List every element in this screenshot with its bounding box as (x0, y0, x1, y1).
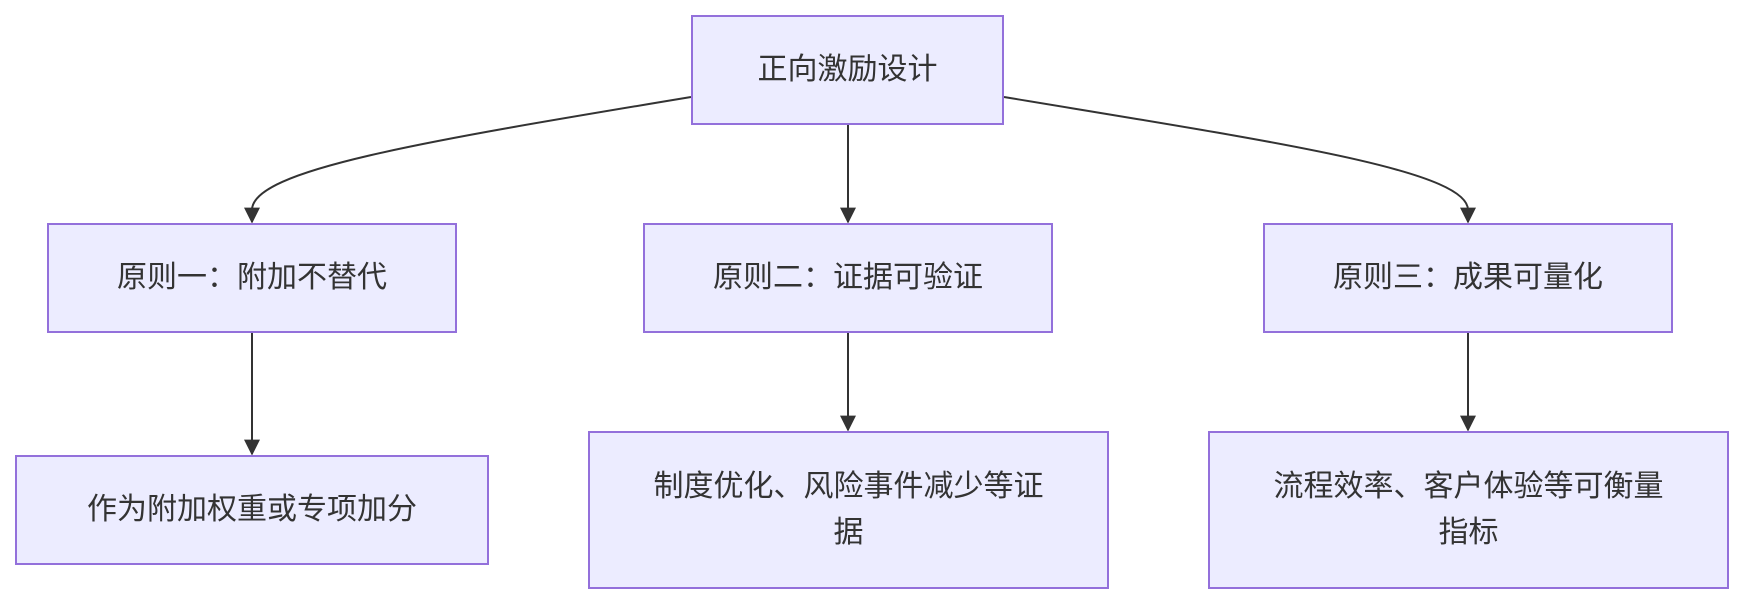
node-detail-3-label: 流程效率、客户体验等可衡量指标 (1273, 469, 1664, 550)
node-principle-2: 原则二：证据可验证 (643, 223, 1053, 333)
edge-root-to-principle3 (1003, 96, 1476, 224)
node-detail-3: 流程效率、客户体验等可衡量指标 (1208, 431, 1729, 589)
node-root: 正向激励设计 (691, 15, 1004, 125)
node-principle-2-label: 原则二：证据可验证 (713, 260, 983, 295)
node-principle-3: 原则三：成果可量化 (1263, 223, 1673, 333)
node-detail-2: 制度优化、风险事件减少等证据 (588, 431, 1109, 589)
node-root-label: 正向激励设计 (757, 52, 938, 87)
node-principle-3-label: 原则三：成果可量化 (1333, 260, 1603, 295)
node-detail-1: 作为附加权重或专项加分 (15, 455, 489, 565)
node-principle-1: 原则一：附加不替代 (47, 223, 457, 333)
edge-root-to-principle1 (244, 96, 692, 224)
node-principle-1-label: 原则一：附加不替代 (117, 260, 387, 295)
node-detail-2-label: 制度优化、风险事件减少等证据 (653, 469, 1044, 550)
node-detail-1-label: 作为附加权重或专项加分 (87, 492, 417, 527)
